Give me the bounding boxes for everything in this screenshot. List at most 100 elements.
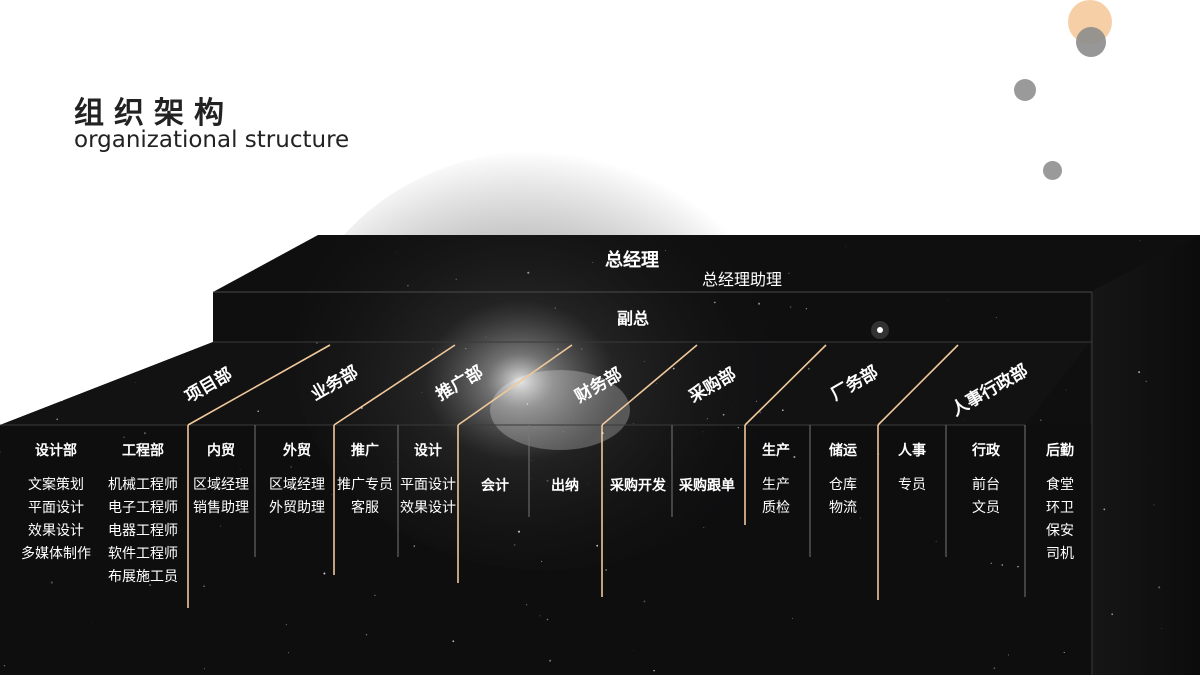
star [97,302,99,303]
star [288,652,290,654]
column-item: 机械工程师 [108,477,178,493]
page-title: 组织架构 [74,96,234,131]
page-subtitle: organizational structure [74,127,350,153]
star [220,525,222,527]
star [61,399,63,402]
star [0,451,1,453]
star [1158,586,1161,589]
star [562,431,564,433]
star [1068,531,1070,533]
org-column: 推广推广专员客服 [325,440,405,520]
column-item: 多媒体制作 [21,546,91,562]
star [330,392,332,394]
dept-separator-diagonal [744,344,827,426]
star [365,634,368,636]
column-header: 设计 [414,443,442,459]
star [539,615,541,617]
star [581,348,583,350]
star [743,283,744,284]
star [396,251,397,253]
star [990,562,992,564]
column-header: 工程部 [122,443,164,459]
star [285,623,288,626]
star [452,640,455,643]
star [554,307,556,309]
star [962,419,964,420]
column-item: 区域经理 [269,477,325,493]
star [92,623,93,624]
column-item: 效果设计 [400,500,456,516]
star [1065,389,1067,391]
star [127,455,130,457]
star [633,423,635,424]
star [203,668,206,670]
column-header: 储运 [829,443,857,459]
star [15,346,17,348]
star [1072,487,1074,488]
star [672,367,675,370]
star [845,246,846,247]
column-item: 保安 [1046,523,1074,539]
star [271,485,273,487]
star [656,383,657,385]
star [665,250,666,251]
org-column: 人事专员 [872,440,952,497]
column-header: 生产 [762,443,790,459]
star [541,560,543,562]
column-header: 推广 [351,443,379,459]
star [374,594,376,597]
star [653,669,655,672]
star [84,309,85,311]
vp-title: 副总 [617,309,650,328]
org-column: 外贸区域经理外贸助理 [257,440,337,520]
star [935,541,937,542]
column-item: 司机 [1046,546,1074,562]
star [878,453,880,455]
star [993,667,996,670]
column-header: 行政 [972,443,1000,459]
star [748,277,750,279]
star [203,585,205,587]
star [323,572,326,575]
star [756,400,758,402]
decor-dot-gray-1 [1076,27,1106,57]
star [731,406,733,408]
star [706,418,708,420]
star [199,240,202,243]
column-header: 设计部 [35,443,77,459]
column-header: 人事 [898,443,926,459]
column-header: 会计 [481,478,509,494]
org-column: 采购开发 [598,475,678,509]
star [713,301,716,304]
star [702,431,704,433]
org-column: 后勤食堂环卫保安司机 [1020,440,1100,566]
column-item: 外贸助理 [269,500,325,516]
dept-separator-diagonal [877,344,959,426]
star [407,284,409,287]
column-item: 专员 [898,477,926,493]
chart-side-face [1090,235,1200,675]
star [210,260,213,263]
star [202,256,203,257]
star [485,336,487,338]
star [531,460,533,461]
star [159,244,162,247]
star [50,581,53,584]
star [34,484,37,487]
star [1001,564,1004,566]
decor-dot-gray-2 [1014,79,1036,101]
star [737,427,739,429]
gm-assistant: 总经理助理 [702,270,783,289]
column-item: 客服 [351,500,379,516]
org-column: 设计平面设计效果设计 [388,440,468,520]
star [525,604,528,606]
dept-separator-diagonal [187,344,331,426]
column-item: 软件工程师 [108,546,178,562]
star [162,336,164,339]
star [1138,371,1141,374]
column-header: 后勤 [1046,443,1074,459]
star [160,554,162,556]
star [557,348,559,351]
star [976,506,979,508]
